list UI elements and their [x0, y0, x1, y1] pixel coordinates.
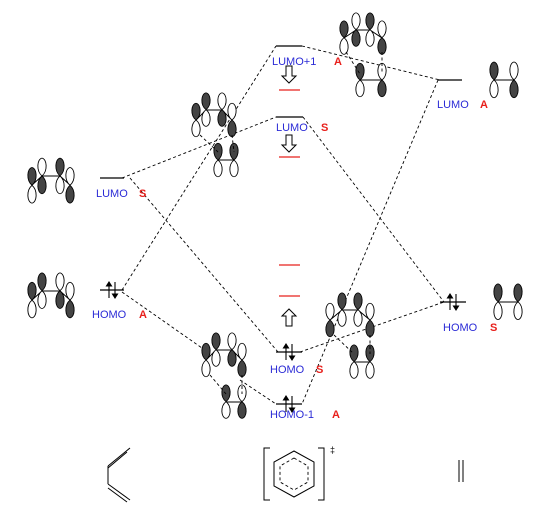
- level-label: HOMO: [270, 364, 305, 376]
- symmetry-label: A: [334, 56, 342, 68]
- level-label: LUMO: [437, 99, 469, 111]
- orbital-ts-homo-minus-1: [201, 332, 247, 419]
- correlation-line: [239, 379, 277, 405]
- up-arrow-icon: [280, 308, 298, 327]
- transition-state-symbol: ‡: [330, 445, 335, 455]
- electron-pair-ethylene-homo: [446, 292, 460, 312]
- butadiene-structure: [107, 447, 131, 503]
- level-labels: LUMO S HOMO A LUMO+1 A LUMO S HOMO S HOM…: [92, 56, 497, 421]
- level-label: LUMO+1: [272, 56, 316, 68]
- symmetry-label: S: [321, 122, 328, 134]
- level-label: LUMO: [96, 188, 128, 200]
- ethylene-structure: [458, 460, 464, 482]
- correlation-line: [121, 116, 277, 179]
- correlation-line: [121, 45, 277, 291]
- electron-pairs: [105, 280, 460, 414]
- down-arrow-icon: [280, 65, 298, 84]
- correlation-line: [121, 291, 213, 356]
- orbital-ts-lumo-plus-1: [339, 12, 387, 98]
- symmetry-label: A: [480, 99, 488, 111]
- correlation-line: [301, 45, 441, 81]
- orbital-ts-homo: [325, 292, 375, 379]
- correlation-line: [129, 177, 279, 353]
- orbital-ethylene-lumo: [489, 61, 519, 99]
- energy-levels: [100, 45, 466, 405]
- electron-pair-ts-homo: [282, 342, 296, 362]
- symmetry-label: S: [139, 188, 146, 200]
- correlation-line: [302, 116, 445, 303]
- down-arrow-icon: [280, 134, 298, 153]
- level-label: LUMO: [276, 122, 308, 134]
- transition-state-structure: ‡: [263, 445, 335, 501]
- orbital-ts-lumo: [191, 92, 239, 178]
- correlation-lines: [121, 45, 445, 405]
- level-label: HOMO: [92, 309, 127, 321]
- orbital-butadiene-lumo: [27, 157, 75, 204]
- correlation-line: [301, 79, 439, 405]
- level-label: HOMO-1: [270, 409, 314, 421]
- symmetry-label: S: [490, 322, 497, 334]
- orbital-butadiene-homo: [27, 272, 75, 319]
- correlation-line: [299, 301, 445, 353]
- orbital-ethylene-homo: [493, 283, 523, 321]
- electron-pair-ts-homo-minus-1: [282, 394, 296, 414]
- symmetry-label: S: [316, 364, 323, 376]
- shift-arrows: [280, 65, 298, 327]
- level-label: HOMO: [443, 322, 478, 334]
- electron-pair-butadiene-homo: [105, 280, 119, 300]
- symmetry-label: A: [332, 409, 340, 421]
- shifted-levels: [279, 89, 300, 297]
- symmetry-label: A: [139, 309, 147, 321]
